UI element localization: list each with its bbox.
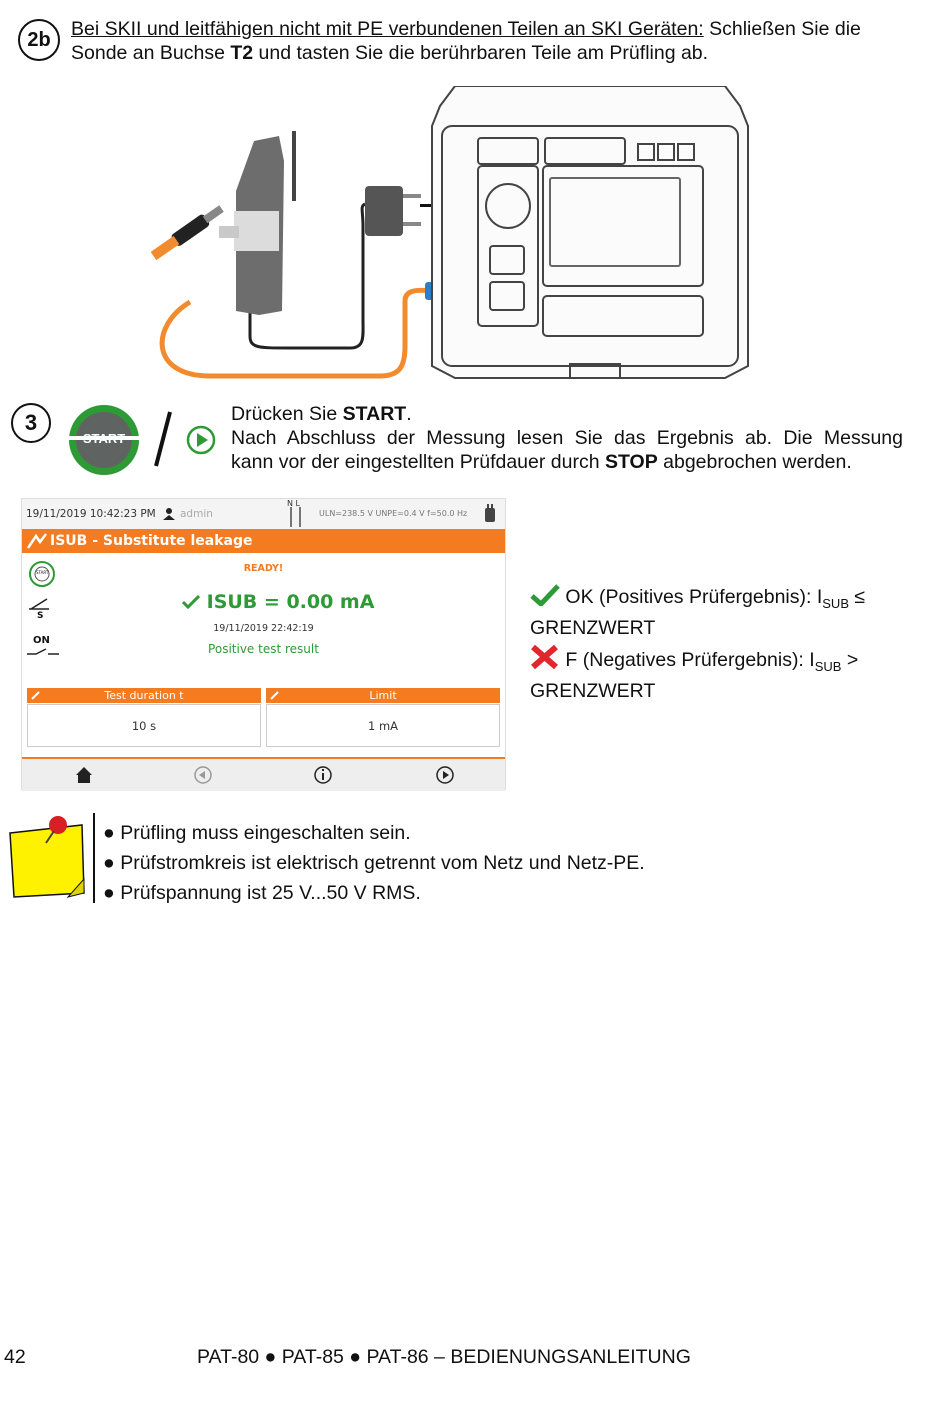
- note-item-text: Prüfstromkreis ist elektrisch getrennt v…: [120, 852, 645, 874]
- result-legend: OK (Positives Prüfergebnis): ISUB ≤ GREN…: [530, 584, 910, 703]
- legend-f-sub: SUB: [814, 658, 842, 674]
- orange-cable: [159, 287, 431, 379]
- footer-title: PAT-80 ● PAT-85 ● PAT-86 – BEDIENUNGSANL…: [197, 1346, 691, 1368]
- screen-status-bar: 19/11/2019 10:42:23 PM admin N L ULN=238…: [22, 499, 505, 530]
- start-button-label: START: [82, 431, 126, 446]
- param-limit-header: Limit: [266, 688, 500, 703]
- screen-user: admin: [180, 508, 213, 520]
- edit-duration-icon[interactable]: [30, 689, 42, 701]
- screen-measurements: ULN=238.5 V UNPE=0.4 V f=50.0 Hz: [319, 509, 468, 518]
- screen-title-bar: ISUB - Substitute leakage: [22, 529, 505, 553]
- legend-f-line2: GRENZWERT: [530, 679, 656, 702]
- probe-icon: [29, 598, 49, 610]
- legend-f: F (Negatives Prüfergebnis): ISUB >: [530, 644, 910, 679]
- start-button-ring: [68, 405, 140, 475]
- back-icon[interactable]: [193, 765, 213, 785]
- step-2b-badge: 2b: [18, 19, 60, 61]
- user-icon: [163, 508, 175, 520]
- screen-datetime: 19/11/2019 10:42:23 PM: [26, 508, 156, 520]
- plug-status-icon: [485, 504, 495, 522]
- probe: [219, 131, 296, 315]
- note-list: ● Prüfling muss eingeschalten sein. ● Pr…: [103, 818, 645, 908]
- step-2b-text1: Schließen Sie die: [703, 18, 861, 40]
- info-icon[interactable]: [313, 765, 333, 785]
- home-icon[interactable]: [74, 765, 94, 785]
- screen-nl-label: N L: [287, 499, 300, 508]
- screen-footer: [22, 757, 505, 791]
- black-cable: [248, 202, 366, 350]
- step-3-line1-a: Drücken Sie: [231, 403, 343, 425]
- nl-lines-icon: [290, 507, 301, 527]
- param-duration-label: Test duration t: [104, 689, 184, 702]
- step-3-line-3: kann vor der eingestellten Prüfdauer dur…: [231, 450, 903, 474]
- screen-result-time: 19/11/2019 22:42:19: [213, 623, 314, 634]
- note-item: ● Prüfstromkreis ist elektrisch getrennt…: [103, 852, 645, 874]
- screen-title: ISUB - Substitute leakage: [50, 533, 253, 549]
- step-3-line3-b: abgebrochen werden.: [657, 451, 852, 473]
- meter-device: [431, 86, 749, 379]
- leakage-icon: [26, 533, 47, 549]
- legend-f-b: >: [841, 648, 859, 671]
- switch-icon: [27, 648, 59, 655]
- note-pin-icon: [9, 816, 85, 898]
- page-number: 42: [4, 1346, 26, 1368]
- step-2b-line2-b: und tasten Sie die berührbaren Teile am …: [253, 42, 709, 64]
- ok-check-icon: [530, 584, 560, 608]
- step-2b-text: Bei SKII und leitfähigen nicht mit PE ve…: [71, 17, 921, 65]
- note-item-text: Prüfspannung ist 25 V...50 V RMS.: [120, 882, 421, 904]
- next-icon[interactable]: [435, 765, 455, 785]
- step-2b-line-1: Bei SKII und leitfähigen nicht mit PE ve…: [71, 17, 921, 41]
- step-3-line-2: Nach Abschluss der Messung lesen Sie das…: [231, 427, 903, 449]
- step-3-start-word: START: [342, 403, 407, 425]
- note-item-text: Prüfling muss eingeschalten sein.: [120, 822, 411, 844]
- fail-cross-icon: [531, 644, 558, 670]
- device-screen: 19/11/2019 10:42:23 PM admin N L ULN=238…: [22, 499, 505, 791]
- step-2b-underlined: Bei SKII und leitfähigen nicht mit PE ve…: [71, 18, 704, 40]
- play-icon: [186, 425, 216, 455]
- param-limit-label: Limit: [369, 689, 397, 702]
- crocodile-clip: [150, 205, 224, 261]
- screen-result: ISUB = 0.00 mA: [181, 591, 382, 613]
- param-limit-field[interactable]: 1 mA: [266, 704, 500, 747]
- step-3-stop-word: STOP: [604, 451, 658, 473]
- legend-ok-line2: GRENZWERT: [530, 616, 656, 639]
- step-3-badge: 3: [11, 403, 51, 443]
- slash-divider-icon: [154, 411, 172, 467]
- screen-start-icon-label: START: [36, 570, 49, 575]
- screen-status-text: READY!: [243, 563, 284, 574]
- legend-ok: OK (Positives Prüfergebnis): ISUB ≤: [530, 584, 910, 616]
- note-divider: [93, 813, 95, 903]
- legend-ok-b: ≤: [849, 586, 866, 608]
- param-duration-header: Test duration t: [27, 688, 261, 703]
- note-item: ● Prüfling muss eingeschalten sein.: [103, 822, 411, 844]
- step-3-line1-b: .: [406, 403, 412, 425]
- step-2b-line-2: Sonde an Buchse T2 und tasten Sie die be…: [71, 41, 921, 65]
- step-3-line-1: Drücken Sie START.: [231, 402, 903, 426]
- screen-result-text: Positive test result: [208, 642, 319, 656]
- legend-ok-sub: SUB: [822, 595, 849, 611]
- start-button: START: [68, 404, 140, 476]
- param-duration-field[interactable]: 10 s: [27, 704, 261, 747]
- step-3-line3-a: kann vor der eingestellten Prüfdauer dur…: [231, 451, 605, 473]
- probe-connection-illustration: [150, 86, 749, 379]
- note-item: ● Prüfspannung ist 25 V...50 V RMS.: [103, 882, 421, 904]
- screen-s-label: S: [37, 611, 44, 621]
- screen-result-value: ISUB = 0.00 mA: [206, 591, 375, 613]
- edit-limit-icon[interactable]: [269, 689, 281, 701]
- legend-ok-a: OK (Positives Prüfergebnis): I: [565, 586, 823, 608]
- step-2b-socket: T2: [230, 42, 254, 64]
- step-3-text: Drücken Sie START. Nach Abschluss der Me…: [231, 402, 903, 474]
- screen-on-label: ON: [33, 635, 50, 646]
- legend-f-a: F (Negatives Prüfergebnis): I: [565, 648, 815, 671]
- screen-start-icon[interactable]: [27, 560, 57, 588]
- result-check-icon: [181, 594, 201, 610]
- step-2b-line2-a: Sonde an Buchse: [71, 42, 231, 64]
